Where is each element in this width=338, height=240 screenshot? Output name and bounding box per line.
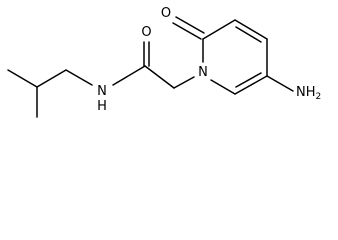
bond-nh-carbonyl [112, 65, 146, 86]
bond-c2-oxo-double [175, 16, 205, 34]
bond-methyl-1 [7, 69, 38, 88]
ring-nitrogen-label: N [198, 65, 208, 80]
amide-nitrogen-label: N [97, 84, 107, 99]
bond-c3-c4 [234, 19, 268, 40]
molecule-structure: O O N H N NH2 [7, 6, 321, 118]
amine-subscript-label: 2 [316, 92, 322, 102]
bond-c3-c4-double [235, 26, 262, 43]
oxygen-ring-label: O [161, 6, 171, 21]
amine-nh-label: NH [296, 85, 316, 100]
bond-c2-c3 [202, 19, 236, 40]
bond-ch-ch2 [36, 69, 67, 88]
bond-c5-c6-double [235, 72, 262, 88]
bond-ch2-nring [173, 76, 195, 89]
amide-hydrogen-label: H [97, 99, 107, 114]
bond-c6-nring [210, 79, 236, 95]
bond-c2-oxo [172, 22, 202, 40]
bond-carbonyl-ch2 [144, 65, 175, 89]
bond-c5-amine [266, 75, 294, 92]
bond-c5-c6 [234, 75, 268, 95]
oxygen-amide-label: O [141, 25, 151, 40]
bond-ch2-nh [65, 69, 93, 86]
amine-label: NH2 [296, 85, 321, 102]
